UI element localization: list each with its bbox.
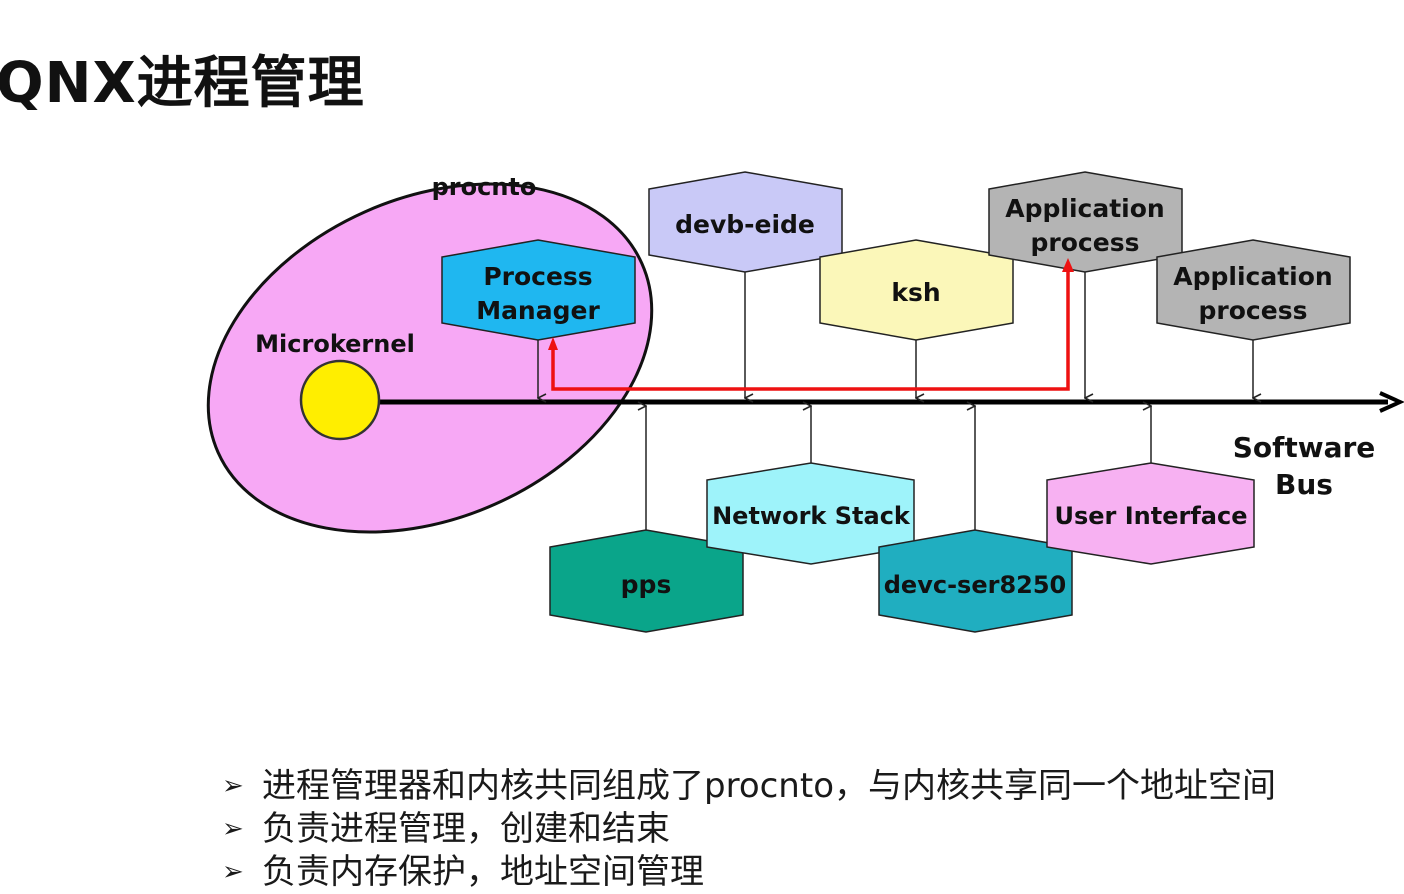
bullet-text: 负责进程管理，创建和结束 bbox=[262, 809, 670, 849]
process-manager-node bbox=[441, 239, 636, 341]
user-interface-label: User Interface bbox=[1055, 502, 1248, 530]
message-path bbox=[551, 268, 1070, 391]
bullet-item: ➢ 负责内存保护，地址空间管理 bbox=[222, 851, 1276, 894]
process-manager-label-line2: Manager bbox=[476, 296, 600, 325]
software-bus-label-line2: Bus bbox=[1275, 468, 1333, 501]
software-bus-label-line1: Software bbox=[1233, 431, 1376, 464]
procnto-label: procnto bbox=[432, 173, 537, 201]
devb-eide-node bbox=[648, 171, 843, 273]
arrow-bullet-icon: ➢ bbox=[222, 814, 244, 844]
arrow-bullet-icon: ➢ bbox=[222, 771, 244, 801]
application-process-node-2 bbox=[1156, 239, 1351, 341]
application-2-label-line1: Application bbox=[1173, 262, 1332, 291]
devb-eide-label: devb-eide bbox=[675, 210, 815, 239]
application-1-label-line1: Application bbox=[1005, 194, 1164, 223]
network-stack-node bbox=[706, 462, 915, 565]
message-path-arrowhead-left bbox=[548, 337, 558, 350]
arrow-bullet-icon: ➢ bbox=[222, 857, 244, 887]
ksh-label: ksh bbox=[891, 278, 940, 307]
slide-title: QNX进程管理 bbox=[0, 51, 365, 116]
pps-label: pps bbox=[621, 570, 672, 599]
procnto-boundary bbox=[206, 182, 654, 534]
bullet-text: 进程管理器和内核共同组成了procnto，与内核共享同一个地址空间 bbox=[262, 766, 1276, 806]
bullet-item: ➢ 进程管理器和内核共同组成了procnto，与内核共享同一个地址空间 bbox=[222, 765, 1276, 808]
application-1-label-line2: process bbox=[1031, 228, 1140, 257]
bullet-text: 负责内存保护，地址空间管理 bbox=[262, 852, 704, 892]
application-process-node-1 bbox=[988, 171, 1183, 273]
user-interface-node bbox=[1046, 462, 1255, 565]
qnx-architecture-diagram: procnto Software Bus Microkernel Process… bbox=[206, 171, 1404, 633]
bullet-item: ➢ 负责进程管理，创建和结束 bbox=[222, 808, 1276, 851]
bus-arrowhead bbox=[1379, 391, 1404, 413]
process-manager-label-line1: Process bbox=[483, 262, 592, 291]
application-2-label-line2: process bbox=[1199, 296, 1308, 325]
devc-ser8250-label: devc-ser8250 bbox=[884, 571, 1066, 599]
bullet-list: ➢ 进程管理器和内核共同组成了procnto，与内核共享同一个地址空间 ➢ 负责进程… bbox=[222, 765, 1276, 894]
message-path-arrowhead-right bbox=[1062, 258, 1074, 272]
microkernel-label: Microkernel bbox=[255, 330, 415, 358]
network-stack-label: Network Stack bbox=[712, 502, 911, 530]
microkernel-node bbox=[299, 359, 381, 441]
